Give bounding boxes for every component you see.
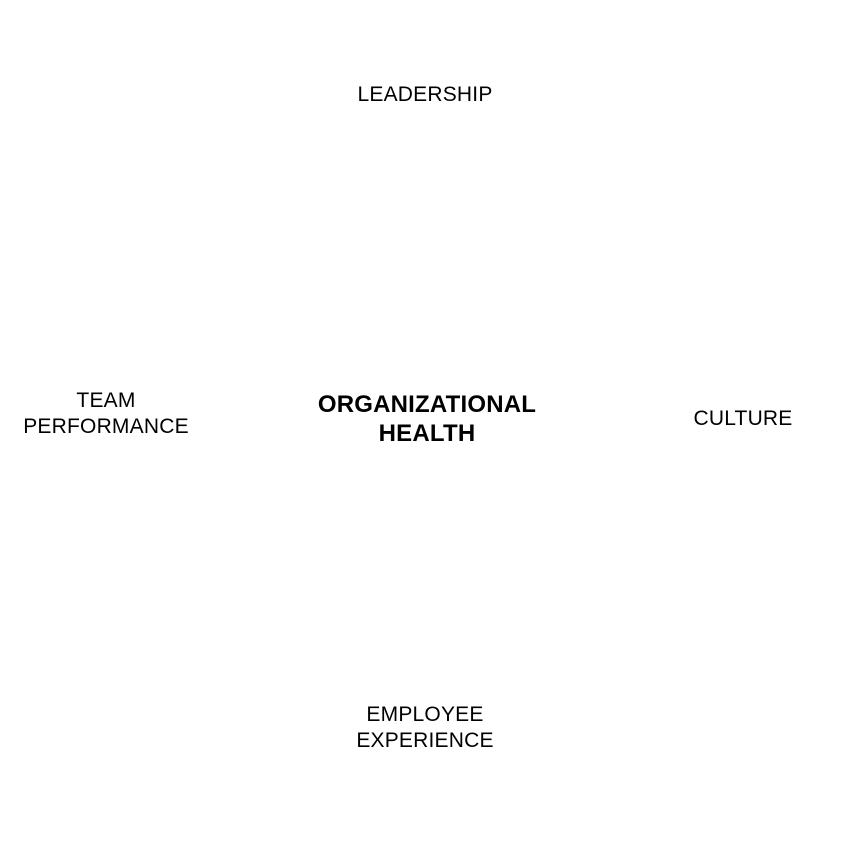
node-label-line-1: EMPLOYEE — [366, 703, 484, 726]
center-node-organizational-health: ORGANIZATIONAL HEALTH — [318, 390, 536, 448]
node-team-performance: TEAM PERFORMANCE — [23, 388, 189, 440]
node-label: LEADERSHIP — [357, 83, 493, 106]
node-leadership: LEADERSHIP — [357, 82, 492, 108]
node-culture: CULTURE — [693, 406, 792, 432]
center-label-line-2: HEALTH — [378, 420, 476, 447]
node-label-line-1: TEAM — [76, 389, 136, 412]
node-label-line-2: EXPERIENCE — [356, 729, 494, 752]
node-label: CULTURE — [693, 407, 793, 430]
node-label-line-2: PERFORMANCE — [23, 415, 189, 438]
center-label-line-1: ORGANIZATIONAL — [317, 391, 537, 418]
node-employee-experience: EMPLOYEE EXPERIENCE — [356, 702, 493, 754]
